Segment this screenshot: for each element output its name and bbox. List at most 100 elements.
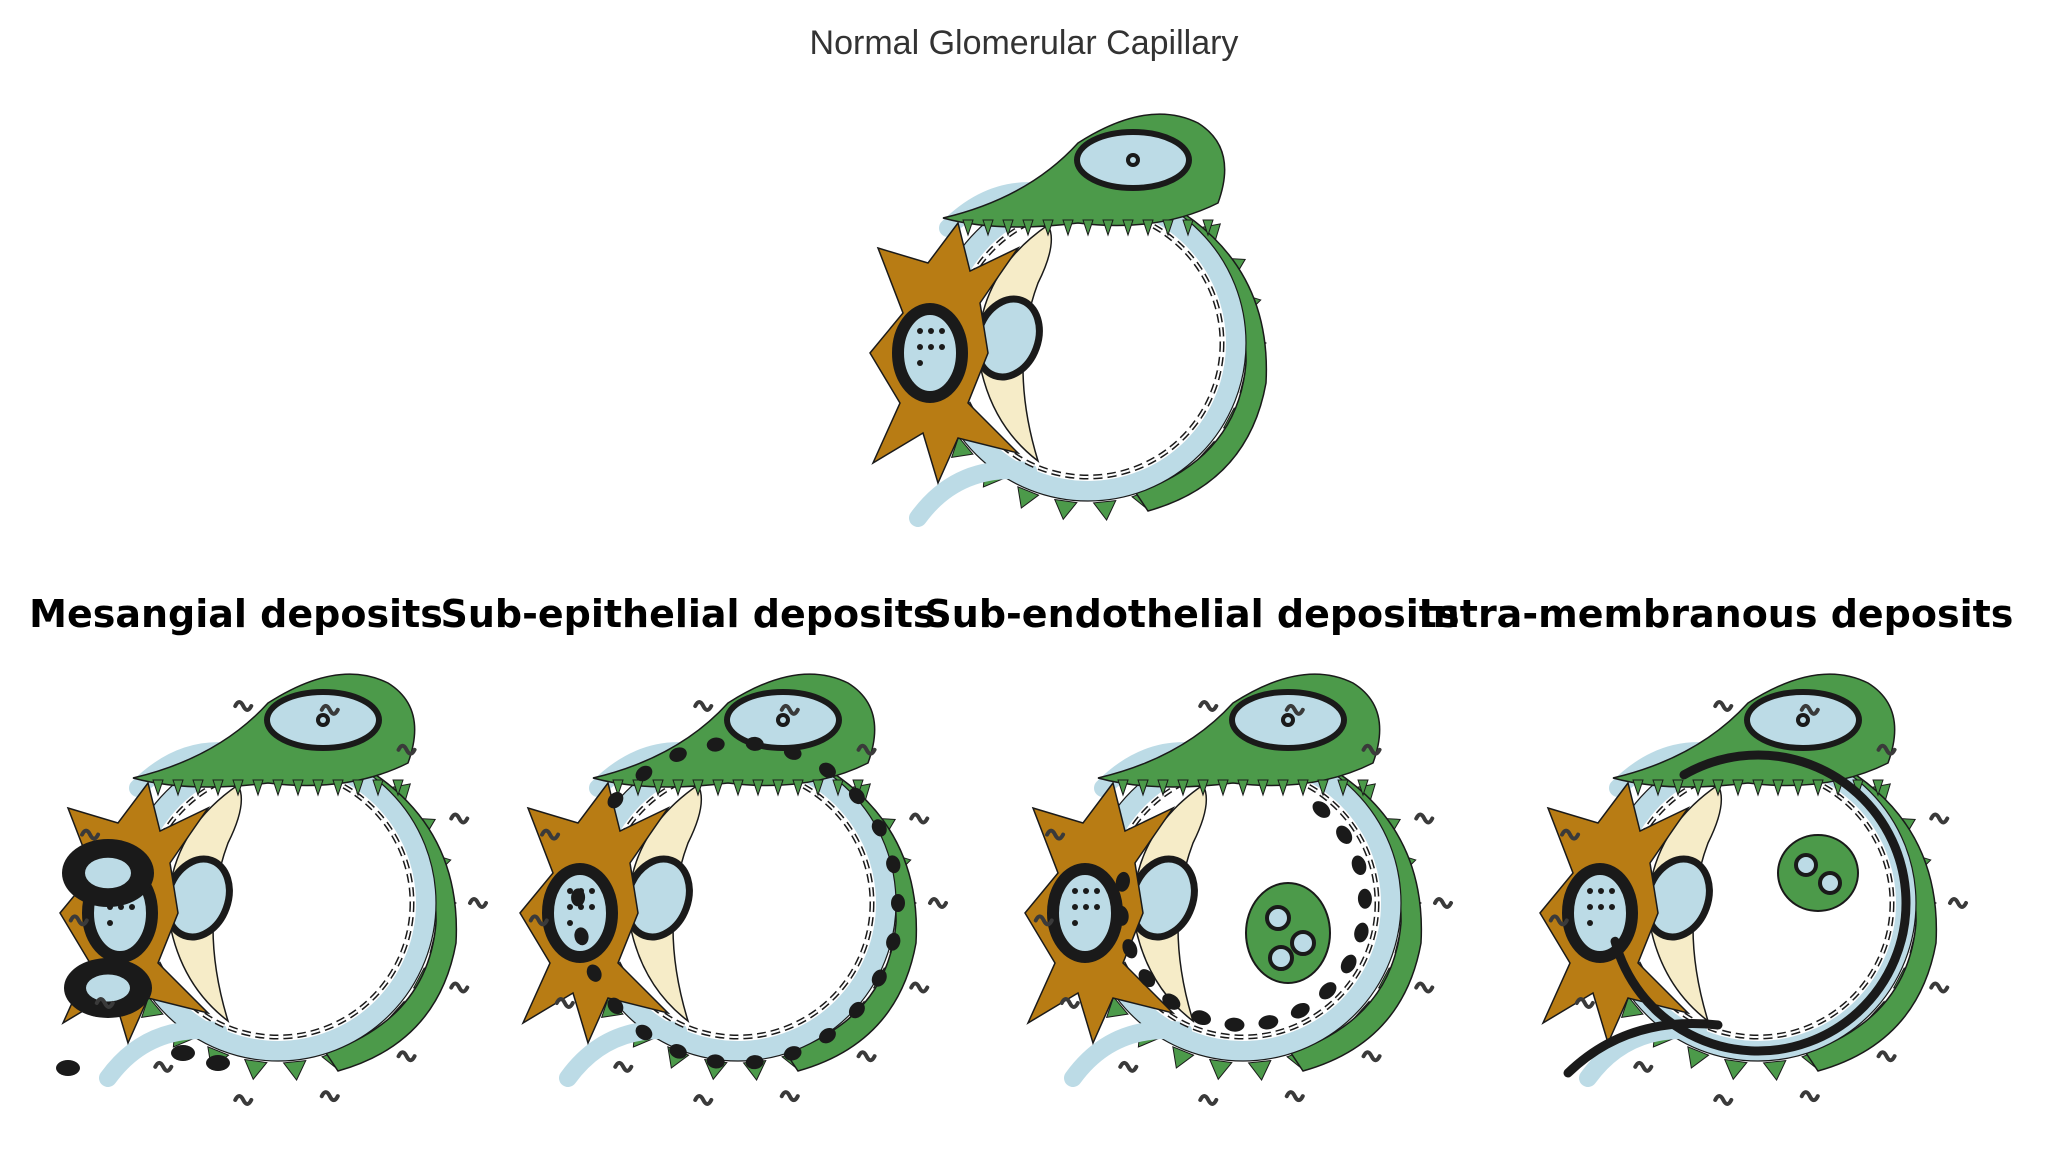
foot-process	[192, 779, 204, 797]
foot-process	[1117, 779, 1129, 797]
subendothelial-deposit	[1191, 1010, 1211, 1026]
fibril	[856, 743, 877, 756]
foot-process	[332, 779, 344, 797]
mesangial-nucleus	[1562, 863, 1638, 963]
foot-process	[212, 779, 224, 797]
deposit-inner	[85, 857, 131, 889]
foot-process	[1257, 779, 1269, 797]
subendothelial-deposit	[1224, 1017, 1245, 1032]
intramembranous-deposits-diagram	[1539, 673, 1968, 1106]
foot-process	[672, 779, 684, 797]
immune-deposits	[571, 736, 905, 1070]
foot-process	[392, 779, 404, 797]
foot-process	[172, 779, 184, 797]
subepithelial-deposit	[745, 1055, 764, 1070]
chromatin-dot	[567, 888, 573, 894]
subepithelial-deposit	[635, 1024, 653, 1041]
subepithelial-deposit	[669, 1044, 687, 1059]
capillary-group	[56, 673, 488, 1106]
fibril	[1198, 1094, 1219, 1106]
foot-process	[1182, 219, 1194, 237]
fibril	[1929, 812, 1950, 825]
foot-process	[692, 779, 704, 797]
chromatin-dot	[917, 360, 923, 366]
foot-process	[1297, 779, 1309, 797]
foot-process	[152, 779, 164, 797]
leukocyte-nucleus-lobe	[1818, 871, 1842, 895]
fibril	[68, 914, 89, 927]
fibril	[909, 981, 930, 994]
foot-process	[1692, 779, 1704, 797]
foot-process	[1652, 779, 1664, 797]
foot-process	[372, 779, 384, 797]
mesangial-nucleus	[542, 863, 618, 963]
foot-process	[1142, 219, 1154, 237]
subendothelial-deposit	[1122, 939, 1138, 959]
foot-process	[1752, 779, 1764, 797]
leukocyte-nucleus-lobe	[1794, 853, 1818, 877]
fibril	[1284, 703, 1305, 716]
subepithelial-deposit	[871, 969, 887, 987]
fibril	[554, 997, 575, 1009]
chromatin-dot	[1072, 920, 1078, 926]
foot-process	[1197, 779, 1209, 797]
immune-deposits	[1563, 750, 1911, 1078]
foot-process	[962, 219, 974, 237]
nucleolus-center	[1130, 157, 1136, 163]
foot-process	[1762, 1059, 1787, 1081]
fibril	[1118, 1060, 1139, 1073]
subepithelial-deposit	[891, 894, 905, 912]
foot-process	[1122, 219, 1134, 237]
fibril	[1574, 997, 1595, 1009]
fibril	[396, 743, 417, 756]
fibril	[1560, 828, 1581, 841]
fibril	[1713, 1094, 1734, 1106]
fibril	[80, 828, 101, 841]
subendothelial-deposit	[1115, 871, 1130, 892]
gbm-lower-arm	[909, 461, 1037, 527]
chromatin-dot	[1083, 888, 1089, 894]
foot-process	[1082, 219, 1094, 237]
subepithelial-deposit	[574, 927, 589, 946]
chromatin-dot	[939, 328, 945, 334]
fibril	[856, 1050, 877, 1063]
foot-process	[1177, 779, 1189, 797]
gbm-lower-arm	[559, 1021, 687, 1087]
foot-process	[1732, 779, 1744, 797]
foot-process	[1053, 498, 1078, 521]
chromatin-dot	[1083, 904, 1089, 910]
chromatin-dot	[928, 344, 934, 350]
subepithelial-deposit	[886, 932, 901, 951]
gbm-lower-arm	[99, 1021, 227, 1087]
mesangial-deposit	[206, 1055, 230, 1071]
foot-process	[1712, 779, 1724, 797]
subepithelial-deposit	[586, 964, 602, 982]
subepithelial-deposit	[571, 888, 586, 907]
fibrils	[1033, 700, 1453, 1106]
foot-process	[732, 779, 744, 797]
foot-process	[1017, 486, 1040, 509]
foot-process	[1247, 1059, 1272, 1081]
chromatin-dot	[1609, 888, 1615, 894]
chromatin-dot	[567, 904, 573, 910]
fibril	[319, 703, 340, 716]
foot-process	[1672, 779, 1684, 797]
foot-process	[772, 779, 784, 797]
fibrils	[1548, 700, 1968, 1106]
foot-process	[1157, 779, 1169, 797]
fibril	[319, 1090, 340, 1103]
foot-process	[852, 779, 864, 797]
fibril	[1198, 700, 1219, 712]
chromatin-dot	[1587, 888, 1593, 894]
foot-process	[292, 779, 304, 797]
chromatin-dot	[928, 328, 934, 334]
fibril	[1633, 1060, 1654, 1073]
fibril	[468, 897, 488, 909]
subendothelial-deposit	[1290, 1002, 1310, 1019]
mesangial-deposit	[56, 1060, 80, 1076]
fibril	[928, 897, 948, 909]
mesangial-nucleus	[1047, 863, 1123, 963]
subepithelial-deposits-diagram	[519, 673, 948, 1106]
fibril	[1929, 981, 1950, 994]
intramembranous-deposit	[1563, 1019, 1723, 1078]
